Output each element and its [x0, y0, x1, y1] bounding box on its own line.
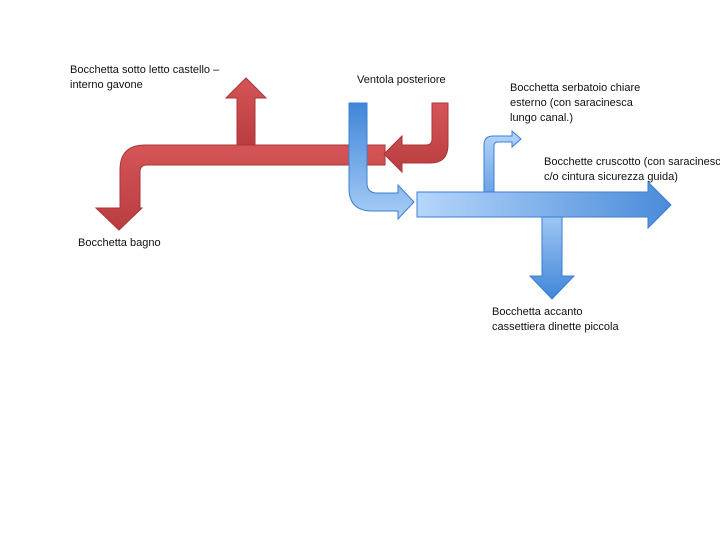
red-up-arrow — [224, 77, 268, 146]
label-bocchetta-accanto: Bocchetta accanto cassettiera dinette pi… — [492, 306, 619, 333]
label-ventola-posteriore: Ventola posteriore — [357, 74, 446, 86]
blue-small-arrow — [483, 129, 522, 193]
blue-down-arrow — [528, 216, 576, 300]
blue-flow — [348, 102, 672, 300]
red-main-bar — [94, 144, 386, 231]
blue-ventola-bend — [348, 102, 415, 221]
label-bocchette-cruscotto: Bocchette cruscotto (con saracinesca c/o… — [544, 156, 720, 183]
red-ventola-arrow — [383, 102, 449, 174]
blue-main-arrow — [416, 180, 672, 230]
label-bocchetta-serbatoio: Bocchetta serbatoio chiare esterno (con … — [510, 82, 641, 124]
label-bocchetta-bagno: Bocchetta bagno — [78, 237, 161, 249]
label-bocchetta-sotto-letto: Bocchetta sotto letto castello – interno… — [70, 64, 220, 91]
